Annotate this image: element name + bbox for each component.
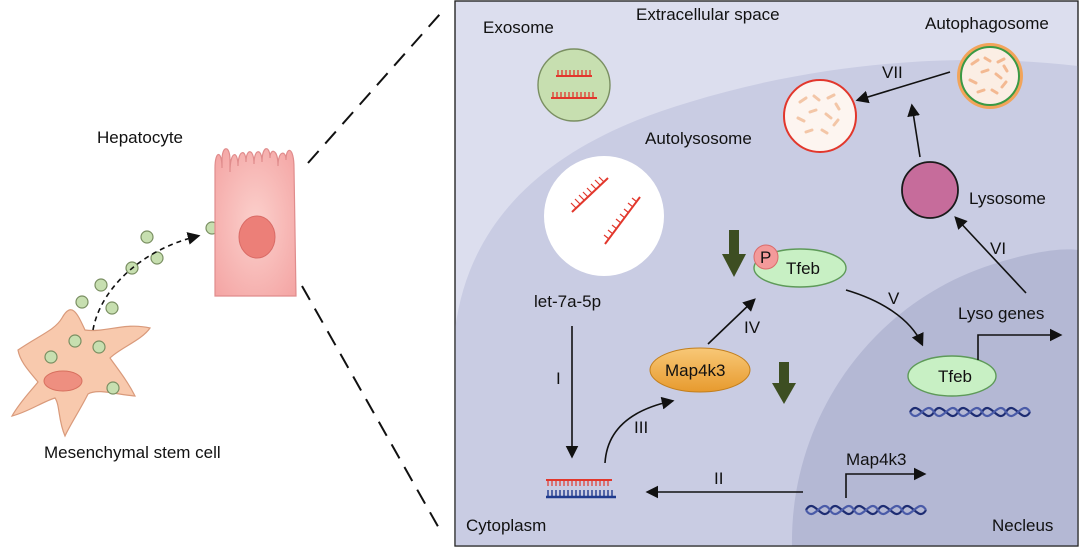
- arrow-step-IV: [707, 298, 756, 345]
- arrow-step-VI: [954, 216, 1027, 294]
- autophagosome: [957, 43, 1023, 109]
- internalized-mirna: [570, 176, 641, 245]
- lysosome: [901, 161, 959, 219]
- tfeb-nucleus-label: Tfeb: [938, 367, 972, 386]
- arrow-transcription-map4k3: [845, 467, 927, 498]
- arrow-lysosome-up: [907, 103, 921, 158]
- arrow-step-III: [604, 396, 675, 464]
- hepatocyte-cell: [214, 148, 297, 297]
- step-V-label: V: [888, 289, 900, 308]
- let7-label: let-7a-5p: [534, 292, 601, 311]
- autolysosome-label: Autolysosome: [645, 129, 752, 148]
- arrow-step-V: [845, 289, 924, 347]
- downregulation-arrow-tfeb: [722, 230, 746, 277]
- uptake-arrow: [92, 232, 201, 331]
- lysosome-label: Lysosome: [969, 189, 1046, 208]
- cytoplasm-label: Cytoplasm: [466, 516, 546, 535]
- zoom-line-top: [307, 13, 441, 164]
- msc-cell: [10, 309, 151, 438]
- zoom-line-bottom: [301, 285, 441, 531]
- arrow-step-VII: [855, 71, 951, 104]
- step-IV-label: IV: [744, 318, 761, 337]
- mirna-mrna-duplex: [546, 479, 616, 499]
- step-I-label: I: [556, 369, 561, 388]
- map4k3-protein-label: Map4k3: [665, 361, 725, 380]
- extracellular-label: Extracellular space: [636, 5, 780, 24]
- map4k3-gene-label: Map4k3: [846, 450, 906, 469]
- nucleus-label: Necleus: [992, 516, 1053, 535]
- lyso-genes-label: Lyso genes: [958, 304, 1044, 323]
- step-II-label: II: [714, 469, 723, 488]
- msc-label: Mesenchymal stem cell: [44, 443, 221, 462]
- autolysosome: [783, 79, 857, 153]
- autophagosome-label: Autophagosome: [925, 14, 1049, 33]
- dna-map4k3-gene: [805, 504, 927, 516]
- downregulation-arrow-map4k3: [772, 362, 796, 404]
- hepatocyte-label: Hepatocyte: [97, 128, 183, 147]
- phosphate-badge: [753, 244, 779, 270]
- tfeb-cytoplasm-label: Tfeb: [786, 259, 820, 278]
- exosome-label: Exosome: [483, 18, 554, 37]
- step-VII-label: VII: [882, 63, 903, 82]
- msc-nucleus: [43, 370, 83, 392]
- arrow-transcription-lyso: [977, 328, 1063, 360]
- step-III-label: III: [634, 418, 648, 437]
- phosphate-label: P: [760, 248, 771, 267]
- released-exosomes: [44, 221, 219, 395]
- exosome-vesicle: [537, 48, 611, 122]
- step-VI-label: VI: [990, 239, 1006, 258]
- dna-lyso-genes: [909, 406, 1031, 418]
- map4k3-protein: [649, 347, 751, 393]
- tfeb-nucleus: [907, 355, 997, 397]
